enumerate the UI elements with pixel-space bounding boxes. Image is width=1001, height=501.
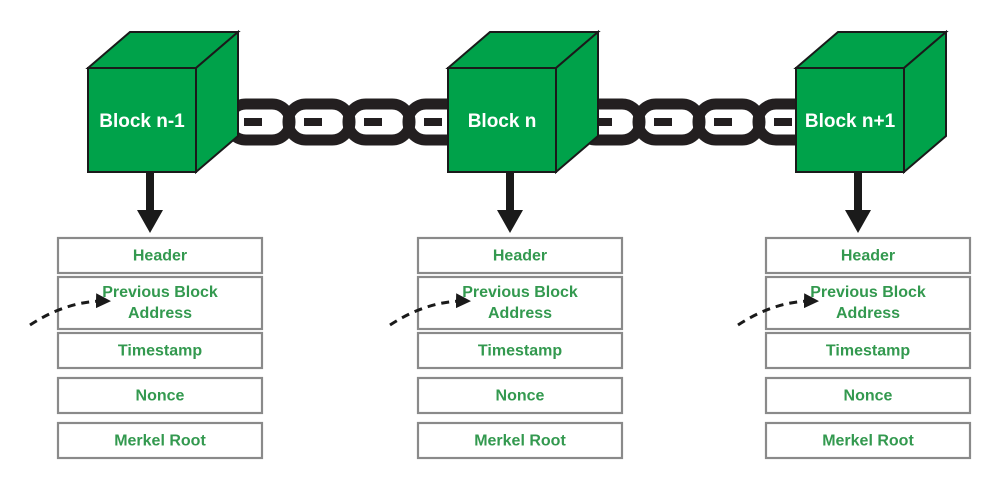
block-cube-block-next[interactable]: Block n+1 [793, 29, 949, 175]
field-box-merkel-root[interactable]: Merkel Root [56, 421, 264, 460]
field-box-header[interactable]: Header [764, 236, 972, 275]
field-box-previous-block-address[interactable]: Previous Block Address [764, 275, 972, 331]
down-arrow-block-prev [137, 172, 163, 233]
block-cube-block-prev[interactable]: Block n-1 [85, 29, 241, 175]
field-box-nonce[interactable]: Nonce [764, 376, 972, 415]
field-box-previous-block-address[interactable]: Previous Block Address [56, 275, 264, 331]
block-cube-block-current[interactable]: Block n [445, 29, 601, 175]
field-label: Timestamp [478, 343, 562, 360]
field-box-timestamp[interactable]: Timestamp [416, 331, 624, 370]
cube-front-face [447, 67, 557, 173]
field-stack-block-current: Header Previous Block Address Timestamp … [416, 236, 624, 460]
field-box-header[interactable]: Header [56, 236, 264, 275]
field-stack-block-next: Header Previous Block Address Timestamp … [764, 236, 972, 460]
chain-link [342, 98, 416, 146]
field-box-timestamp[interactable]: Timestamp [764, 331, 972, 370]
field-label-line2: Address [488, 305, 552, 322]
chain-link [282, 98, 356, 146]
field-box-merkel-root[interactable]: Merkel Root [416, 421, 624, 460]
field-label-line2: Address [836, 305, 900, 322]
field-label-line1: Previous Block [810, 284, 926, 301]
chain-link [632, 98, 706, 146]
cube-label: Block n-1 [99, 111, 185, 132]
field-label-line2: Address [128, 305, 192, 322]
cube-label: Block n+1 [805, 111, 896, 132]
field-label-line1: Previous Block [102, 284, 218, 301]
field-label: Merkel Root [474, 433, 566, 450]
field-box-timestamp[interactable]: Timestamp [56, 331, 264, 370]
field-box-previous-block-address[interactable]: Previous Block Address [416, 275, 624, 331]
cube-front-face [87, 67, 197, 173]
dashed-arrow-block-current [389, 293, 471, 327]
field-label: Header [493, 248, 547, 265]
field-label: Nonce [496, 388, 545, 405]
down-arrow-block-current [497, 172, 523, 233]
field-box-merkel-root[interactable]: Merkel Root [764, 421, 972, 460]
chain-link [692, 98, 766, 146]
field-box-nonce[interactable]: Nonce [56, 376, 264, 415]
dashed-arrow-block-next [737, 293, 819, 327]
field-stack-block-prev: Header Previous Block Address Timestamp … [56, 236, 264, 460]
chain-connector-2 [572, 98, 826, 146]
down-arrow-block-next [845, 172, 871, 233]
dashed-arrow-block-prev [29, 293, 111, 327]
cube-label: Block n [468, 111, 537, 132]
field-label: Timestamp [118, 343, 202, 360]
field-label: Header [841, 248, 895, 265]
chain-connector-1 [222, 98, 476, 146]
field-box-header[interactable]: Header [416, 236, 624, 275]
cube-front-face [795, 67, 905, 173]
field-label: Nonce [844, 388, 893, 405]
field-label: Header [133, 248, 187, 265]
field-box-nonce[interactable]: Nonce [416, 376, 624, 415]
field-label-line1: Previous Block [462, 284, 578, 301]
field-label: Timestamp [826, 343, 910, 360]
field-label: Merkel Root [114, 433, 206, 450]
field-label: Nonce [136, 388, 185, 405]
field-label: Merkel Root [822, 433, 914, 450]
